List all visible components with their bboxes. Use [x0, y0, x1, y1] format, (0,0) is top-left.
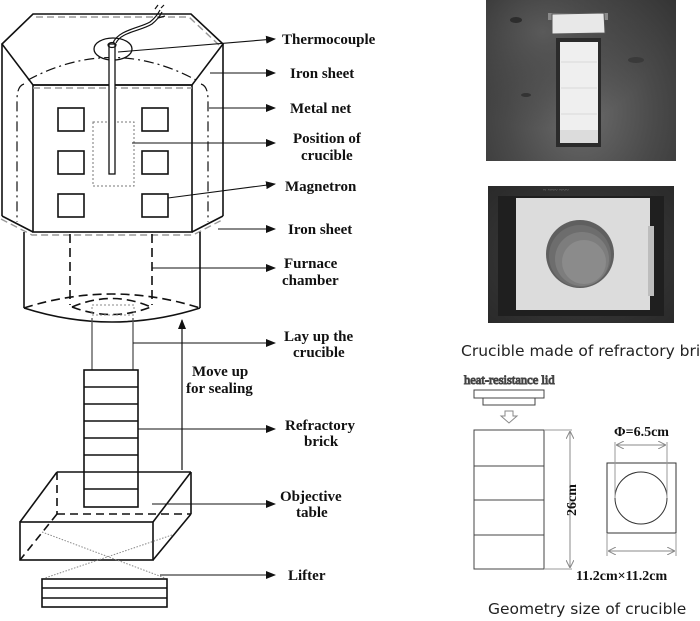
height-label: 26cm — [565, 484, 580, 516]
label-thermocouple: Thermocouple — [282, 32, 376, 48]
thermocouple-icon — [93, 4, 166, 175]
diameter-label: Φ=6.5cm — [614, 425, 669, 440]
label-move-up-2: for sealing — [186, 381, 253, 397]
furnace-diagram — [0, 4, 225, 608]
label-iron-sheet-top: Iron sheet — [290, 66, 354, 82]
crucible-shaft — [91, 318, 134, 370]
lifter — [41, 578, 168, 608]
svg-text:~ ~~~ ~~~: ~ ~~~ ~~~ — [543, 188, 569, 194]
crucible-top-view-photo: ~ ~~~ ~~~ — [488, 186, 674, 323]
cross-section-label: 11.2cm×11.2cm — [576, 569, 668, 584]
photo-caption: Crucible made of refractory brick — [461, 342, 700, 360]
refractory-brick-stack — [83, 369, 139, 508]
furnace-chamber — [23, 232, 201, 323]
label-objective-table-2: table — [296, 505, 328, 521]
label-lifter: Lifter — [288, 568, 326, 584]
objective-table — [19, 471, 192, 579]
leader-lines — [117, 35, 276, 579]
label-refractory-brick-1: Refractory — [285, 418, 355, 434]
label-furnace-chamber-1: Furnace — [284, 256, 338, 272]
crucible-standing-photo — [486, 0, 676, 161]
label-lay-up-crucible-1: Lay up the — [284, 329, 354, 345]
geometry-caption: Geometry size of crucible — [488, 600, 686, 618]
label-lay-up-crucible-2: crucible — [293, 345, 345, 361]
lid-label: heat-resistance lid — [464, 373, 555, 387]
label-metal-net: Metal net — [290, 101, 351, 117]
label-refractory-brick-2: brick — [304, 434, 339, 450]
label-position-of-crucible-1: Position of — [293, 131, 362, 147]
furnace-labels: Thermocouple Iron sheet Metal net Positi… — [186, 32, 376, 584]
label-iron-sheet-bottom: Iron sheet — [288, 222, 352, 238]
crucible-geometry: heat-resistance lid 26cm Φ=6.5cm — [464, 373, 677, 584]
magnetron-windows — [57, 107, 169, 218]
label-move-up-1: Move up — [192, 364, 248, 380]
heat-resistance-lid — [473, 389, 545, 399]
label-position-of-crucible-2: crucible — [301, 148, 353, 164]
label-furnace-chamber-2: chamber — [282, 273, 339, 289]
label-magnetron: Magnetron — [285, 179, 357, 195]
crucible-top-view — [606, 462, 677, 534]
down-arrow-icon — [499, 410, 519, 424]
label-objective-table-1: Objective — [280, 489, 342, 505]
